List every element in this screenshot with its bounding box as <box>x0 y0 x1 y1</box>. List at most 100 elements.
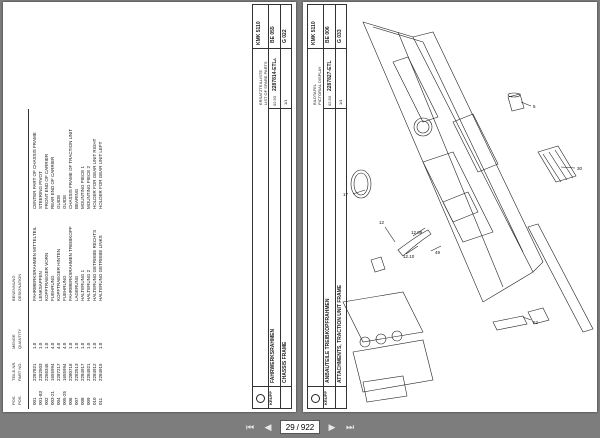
table-cell-qty: 1.0 <box>86 342 91 349</box>
table-cell-qty: 1.0 <box>32 342 37 349</box>
callout-number: 5 <box>533 104 536 109</box>
col-part-en: PART NO. <box>17 362 22 381</box>
code1-label: BE 055 <box>270 26 276 43</box>
table-cell-pos: 001-83 <box>38 390 43 405</box>
table-cell-pos: 010 <box>92 397 97 405</box>
table-row: 004 2287217 4.0 KOPFTRAEGER HINTEN GUIDE <box>56 4 61 409</box>
table-cell-part: 2287217 <box>56 363 61 381</box>
table-cell-part: 1655994 <box>62 363 67 381</box>
table-cell-en: GUIDE <box>62 194 67 209</box>
col-pos: POS. <box>11 395 16 405</box>
table-cell-de: FAHRWERKSRAHMEN TREIBKOPF <box>68 226 73 301</box>
col-part: TEILE-NR. <box>11 361 16 381</box>
krupp-logo-icon <box>256 394 265 403</box>
table-cell-en: CENTER PART OF CHASSIS FRAME <box>32 132 37 209</box>
col-desc-en: DESIGNATION <box>17 273 22 301</box>
callout-number: 12 <box>379 220 385 225</box>
table-cell-de: HALTERUNG 2 <box>86 269 91 301</box>
table-cell-de: LENKSAPFEN <box>38 271 43 301</box>
callout-number: 30 <box>577 166 583 171</box>
table-cell-part: 2282513 <box>74 363 79 381</box>
table-cell-pos: 002 <box>44 397 49 405</box>
table-cell-en: CHASSIS FRAME OF TRACTION UNIT <box>68 128 73 209</box>
table-row: 010 2284912 1.0 HALTERUNG GETRIEBE RECHTS HO… <box>92 4 97 409</box>
table-cell-de: HALTERUNG GETRIEBE LINKS <box>98 235 103 301</box>
table-cell-de: LAGERUNG <box>74 275 79 301</box>
page-current: 29 <box>285 422 295 432</box>
col-qty-en: QUANTITY <box>17 328 22 349</box>
callout-number: 49 <box>435 250 441 255</box>
table-cell-de: HALTERUNG GETRIEBE RECHTS <box>92 229 97 301</box>
table-cell-pos: 009 <box>86 397 91 405</box>
table-cell-de: FUEHRUNG <box>62 275 67 302</box>
table-cell-pos: 006 <box>68 397 73 405</box>
table-cell-part: 1655994 <box>50 363 55 381</box>
table-cell-en: GUIDE <box>56 194 61 209</box>
table-cell-de: KOPFTRAEGER VORN <box>44 252 49 301</box>
table-row: 003-21 1655994 4.0 FUEHRUNG REAR END OF CARR… <box>50 4 55 409</box>
table-cell-part: 2266345 <box>44 363 49 381</box>
callout-number: 17 <box>343 192 349 197</box>
table-cell-en: REAR END OF CARRIER <box>50 156 55 209</box>
table-cell-qty: 1.0 <box>92 342 97 349</box>
table-cell-pos: 003-21 <box>50 390 55 405</box>
col-pos-en: POS. <box>17 395 22 405</box>
table-cell-pos: 001 <box>32 397 37 405</box>
page-separator: / <box>296 422 299 432</box>
last-page-button[interactable]: ⏭ <box>345 421 355 432</box>
code2-label: G 022 <box>282 29 288 43</box>
table-cell-pos: 005-25 <box>62 390 67 405</box>
callout-number: 52 <box>533 320 539 325</box>
table-row: 005-25 1655994 4.0 FUEHRUNG GUIDE <box>62 4 67 409</box>
next-page-button[interactable]: ▶ <box>328 421 336 432</box>
table-cell-qty: 4.0 <box>62 342 67 349</box>
brand-label: KRUPP <box>268 390 273 405</box>
table-cell-de: FUEHRUNG <box>50 275 55 302</box>
table-cell-pos: 004 <box>56 397 61 405</box>
table-cell-qty: 4.0 <box>50 342 55 349</box>
table-cell-qty: 4.0 <box>56 342 61 349</box>
table-cell-qty: 1.0 <box>38 342 43 349</box>
page-total: 922 <box>300 422 315 432</box>
table-row: 001 2287821 1.0 FAHRWERKSRAHMEN MITTELTEIL C… <box>32 4 37 409</box>
table-cell-qty: 1.0 <box>44 342 49 349</box>
left-page: KRUPP FAHRWERKSRAHMEN CHASSIS FRAME ERSA… <box>3 2 296 412</box>
table-cell-en: FRONT END OF CARRIER <box>44 153 49 209</box>
callout-number: 12.10 <box>403 254 415 259</box>
doc-date: 02.93 <box>272 95 277 106</box>
left-page-content: KRUPP FAHRWERKSRAHMEN CHASSIS FRAME ERSA… <box>6 4 294 409</box>
first-page-button[interactable]: ⏮ <box>245 421 255 432</box>
table-cell-part: 2284921 <box>86 363 91 381</box>
table-cell-part: 2284912 <box>92 363 97 381</box>
table-cell-en: MOUNTING PIECE 1 <box>80 165 85 209</box>
table-cell-part: 2287821 <box>32 363 37 381</box>
model-label: KMK 5110 <box>256 21 262 45</box>
table-cell-pos: 008 <box>80 397 85 405</box>
prev-page-button[interactable]: ◀ <box>264 421 272 432</box>
doc-sheet: 1/1 <box>283 99 288 105</box>
table-cell-qty: 1.0 <box>80 342 85 349</box>
table-cell-pos: 011 <box>98 397 103 405</box>
title-de: FAHRWERKSRAHMEN <box>270 328 276 383</box>
table-cell-de: KOPFTRAEGER HINTEN <box>56 248 61 301</box>
table-cell-de: FAHRWERKSRAHMEN MITTELTEIL <box>32 226 37 301</box>
table-cell-en: STEERING PIVOT <box>38 171 43 209</box>
table-cell-qty: 1.0 <box>98 342 103 349</box>
col-qty: MENGE <box>11 334 16 349</box>
table-cell-part: 2282503 <box>38 363 43 381</box>
right-page: KRUPP ANBAUTEILE TREIBKOPFRAHMEN ATTACHM… <box>303 2 597 412</box>
list-en: LIST OF SPARE PARTS <box>263 61 268 106</box>
table-cell-en: HOLDER FOR GEAR UNIT RIGHT <box>92 138 97 209</box>
page-number-field[interactable]: 29 / 922 <box>280 420 320 434</box>
table-cell-en: HOLDER FOR GEAR UNIT LEFT <box>98 141 103 209</box>
table-row: 002 2266345 1.0 KOPFTRAEGER VORN FRONT END O… <box>44 4 49 409</box>
doc-number: 2287814-ETL <box>272 60 278 91</box>
table-cell-qty: 1.0 <box>74 342 79 349</box>
table-cell-part: 2284917 <box>80 363 85 381</box>
